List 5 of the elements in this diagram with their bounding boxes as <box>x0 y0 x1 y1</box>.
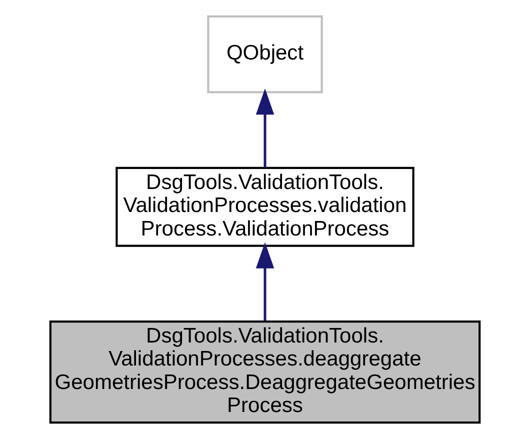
arrow <box>256 88 274 168</box>
node-box: DsgTools.ValidationTools. ValidationProcesses.deaggregate GeometriesProcess.DeaggregateGeometries Process <box>49 320 481 424</box>
arrow <box>256 242 274 321</box>
node-box: QObject <box>207 15 323 94</box>
node-box: DsgTools.ValidationTools. ValidationProcesses.validation Process.ValidationProcess <box>116 166 414 247</box>
